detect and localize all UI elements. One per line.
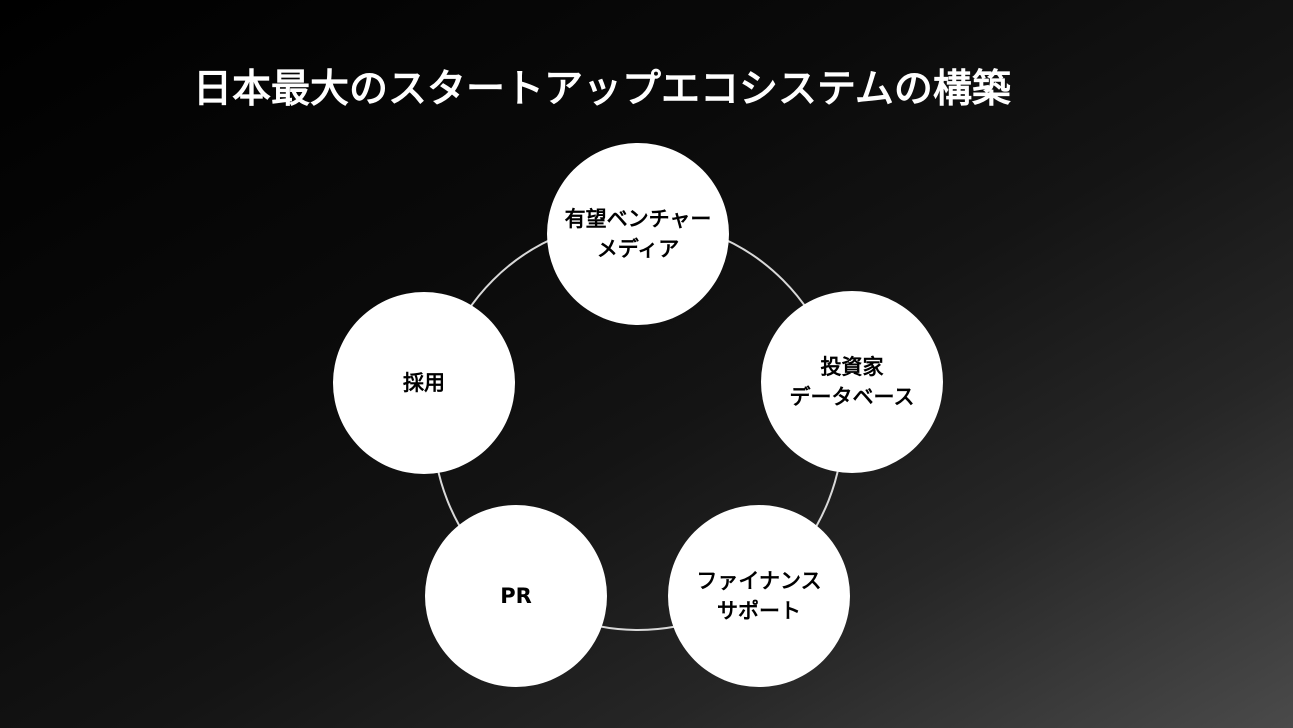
node-venture-media[interactable]: 有望ベンチャー メディア bbox=[547, 143, 729, 325]
node-investor-database[interactable]: 投資家 データベース bbox=[761, 291, 943, 473]
node-pr[interactable]: PR bbox=[425, 505, 607, 687]
node-finance-support[interactable]: ファイナンス サポート bbox=[668, 505, 850, 687]
node-pr-label: PR bbox=[500, 583, 532, 608]
page-title: 日本最大のスタートアップエコシステムの構築 bbox=[193, 67, 1011, 112]
node-hiring-label: 採用 bbox=[403, 370, 445, 395]
node-finance-support-label: ファイナンス サポート bbox=[696, 568, 822, 623]
node-hiring[interactable]: 採用 bbox=[333, 292, 515, 474]
node-investor-database-label: 投資家 データベース bbox=[789, 354, 915, 409]
node-venture-media-label: 有望ベンチャー メディア bbox=[564, 206, 712, 261]
